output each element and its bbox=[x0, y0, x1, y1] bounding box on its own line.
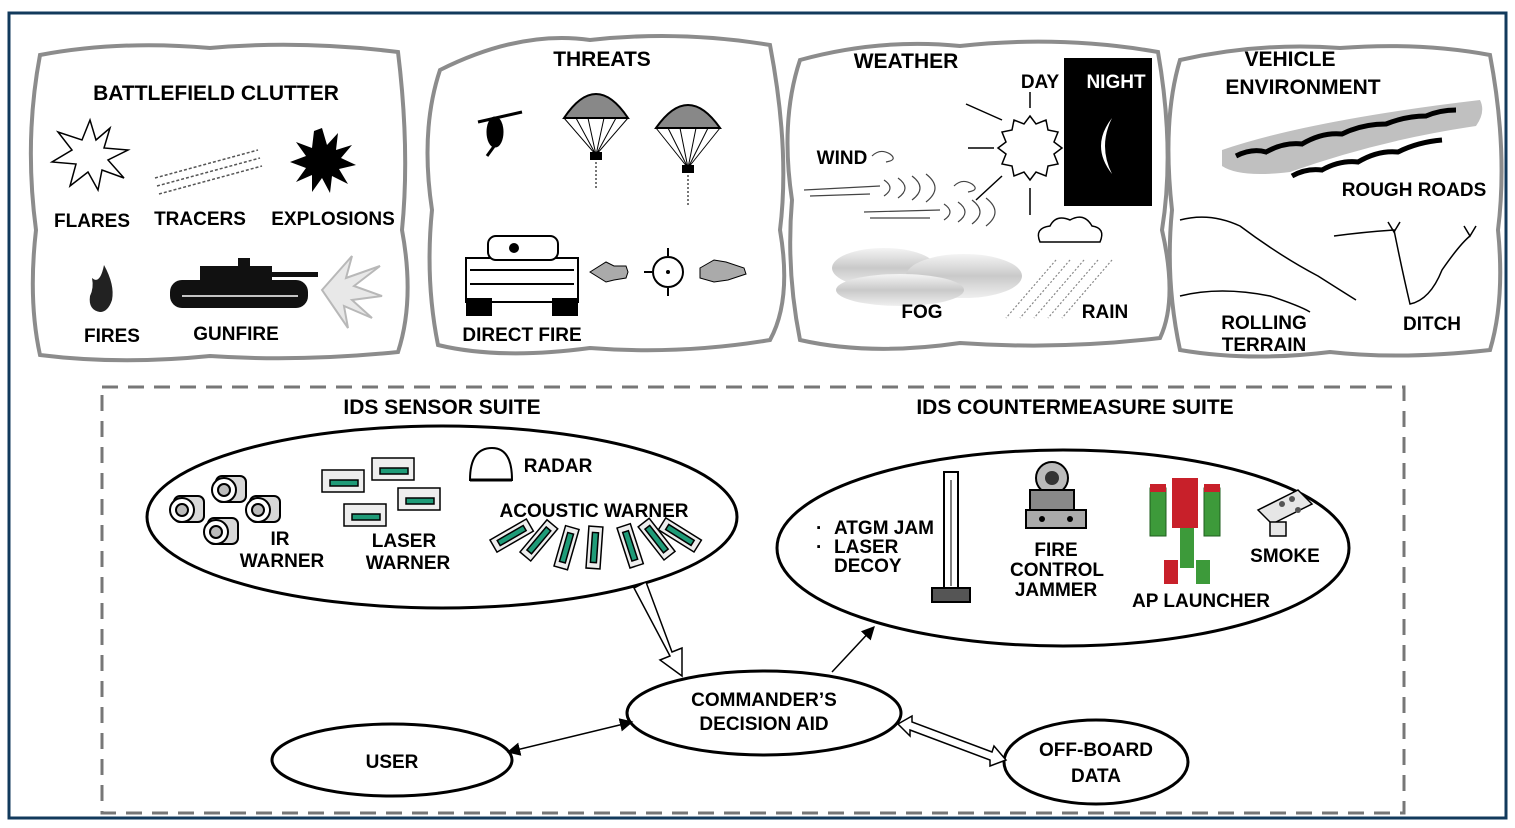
vehicle-environment-title-line2: ENVIRONMENT bbox=[1225, 76, 1380, 99]
rolling-label: ROLLING bbox=[1221, 313, 1307, 334]
user-label: USER bbox=[366, 752, 419, 773]
radar-icon bbox=[468, 446, 514, 481]
ditch-icon bbox=[1333, 221, 1477, 305]
radar-label: RADAR bbox=[524, 456, 593, 477]
acoustic-warner-icon bbox=[488, 516, 703, 571]
tank-front-icon bbox=[465, 235, 579, 316]
fire-control-jammer-label-line2: CONTROL bbox=[1010, 560, 1104, 581]
direct-fire-label: DIRECT FIRE bbox=[462, 325, 581, 346]
rain-label: RAIN bbox=[1082, 302, 1128, 323]
acoustic-warner-label: ACOUSTIC WARNER bbox=[500, 501, 689, 522]
wind-label: WIND bbox=[817, 148, 868, 169]
laser-decoy-label-line1: LASER bbox=[834, 537, 899, 558]
countermeasure-suite-title: IDS COUNTERMEASURE SUITE bbox=[916, 396, 1233, 419]
weather-title: WEATHER bbox=[854, 50, 959, 73]
parachute-icon bbox=[562, 93, 630, 188]
tracers-label: TRACERS bbox=[154, 209, 246, 230]
sun-icon bbox=[965, 92, 1064, 215]
fog-label: FOG bbox=[901, 302, 942, 323]
offboard-label-line2: DATA bbox=[1071, 766, 1121, 787]
laser-warner-icon bbox=[321, 457, 441, 527]
ditch-label: DITCH bbox=[1403, 314, 1461, 335]
battlefield-clutter-title: BATTLEFIELD CLUTTER bbox=[93, 82, 339, 105]
ap-launcher-label: AP LAUNCHER bbox=[1132, 591, 1270, 612]
gunfire-tank-icon bbox=[170, 258, 318, 308]
decision-aid-label-line2: DECISION AID bbox=[699, 714, 828, 735]
ir-warner-icon bbox=[169, 475, 281, 545]
fire-icon bbox=[89, 265, 113, 312]
day-label: DAY bbox=[1021, 72, 1060, 93]
fog-icon bbox=[832, 248, 1022, 306]
fire-control-jammer-label-line3: JAMMER bbox=[1015, 580, 1098, 601]
jammer-mast-icon bbox=[931, 471, 971, 603]
night-panel bbox=[1064, 58, 1152, 206]
fire-control-jammer-label-line1: FIRE bbox=[1034, 540, 1077, 561]
flare-icon bbox=[49, 117, 131, 193]
helicopter-icon bbox=[477, 110, 523, 157]
sensor-to-decision-arrow bbox=[632, 580, 683, 678]
battlefield-clutter-panel: BATTLEFIELD CLUTTER FLARES TRACERS EXPLO… bbox=[28, 42, 410, 363]
threats-title: THREATS bbox=[553, 48, 651, 71]
atgm-jam-label: ATGM JAM bbox=[834, 518, 934, 539]
muzzle-flash-icon bbox=[320, 255, 383, 329]
gunfire-label: GUNFIRE bbox=[193, 324, 279, 345]
wind-icon bbox=[803, 150, 996, 227]
vehicle-environment-title-line1: VEHICLE bbox=[1244, 48, 1335, 71]
rough-roads-label: ROUGH ROADS bbox=[1342, 180, 1487, 201]
countermeasure-suite: · ATGM JAM · LASER DECOY FIRE CONTROL JA… bbox=[775, 448, 1351, 648]
user-decision-arrow bbox=[506, 718, 634, 756]
terrain-label: TERRAIN bbox=[1222, 335, 1306, 356]
laser-decoy-label-line2: DECOY bbox=[834, 556, 902, 577]
weather-panel: WEATHER NIGHT DAY WIND bbox=[785, 39, 1172, 351]
decision-aid-label-line1: COMMANDER’S bbox=[691, 690, 837, 711]
battlefield-clutter-cloud bbox=[28, 42, 410, 363]
offboard-label-line1: OFF-BOARD bbox=[1039, 740, 1153, 761]
direct-fire-target-icon bbox=[589, 248, 747, 296]
tracers-icon bbox=[154, 149, 263, 195]
night-label: NIGHT bbox=[1086, 72, 1146, 93]
explosion-icon bbox=[290, 128, 356, 193]
parachute-icon-2 bbox=[654, 104, 722, 205]
ids-boundary bbox=[100, 385, 1406, 815]
laser-warner-label-line1: LASER bbox=[372, 531, 437, 552]
offboard-data-node: OFF-BOARD DATA bbox=[1002, 718, 1190, 806]
moon-icon bbox=[1101, 118, 1112, 174]
sensor-suite: IR WARNER LASER WARNER RADAR ACOUSTIC WA… bbox=[145, 424, 739, 610]
laser-warner-label-line2: WARNER bbox=[366, 553, 451, 574]
fires-label: FIRES bbox=[84, 326, 140, 347]
decision-aid-node: COMMANDER’S DECISION AID bbox=[625, 669, 903, 757]
decision-offboard-arrow bbox=[896, 714, 1008, 768]
decision-to-countermeasure-arrow bbox=[831, 626, 875, 673]
sensor-suite-title: IDS SENSOR SUITE bbox=[343, 396, 540, 419]
vehicle-environment-panel: VEHICLE ENVIRONMENT ROUGH ROADS ROLLING … bbox=[1166, 44, 1504, 359]
ap-launcher-icon bbox=[1149, 478, 1221, 584]
flares-label: FLARES bbox=[54, 211, 130, 232]
smoke-launcher-icon bbox=[1256, 489, 1314, 537]
smoke-label: SMOKE bbox=[1250, 546, 1320, 567]
threats-panel: THREATS bbox=[425, 34, 787, 356]
user-node: USER bbox=[270, 722, 514, 798]
ir-warner-label-line1: IR bbox=[271, 529, 290, 550]
fire-control-jammer-icon bbox=[1025, 461, 1087, 529]
ir-warner-label-line2: WARNER bbox=[240, 551, 325, 572]
laser-decoy-bullet: · bbox=[816, 537, 822, 558]
rough-road-icon bbox=[1222, 100, 1483, 179]
atgm-bullet: · bbox=[816, 518, 822, 539]
rain-icon bbox=[1005, 216, 1113, 319]
explosions-label: EXPLOSIONS bbox=[271, 209, 395, 230]
rolling-terrain-icon bbox=[1179, 216, 1357, 313]
